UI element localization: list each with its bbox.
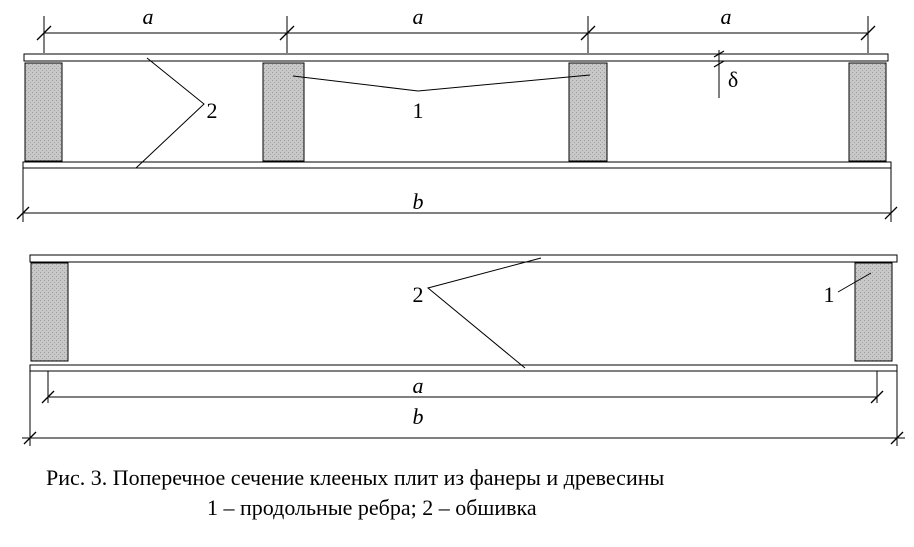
thickness-marker xyxy=(713,50,725,98)
top-dimension-a-chain xyxy=(36,16,876,53)
rib xyxy=(568,62,608,162)
top-callout-2: 2 xyxy=(207,98,218,123)
bottom-callout-1: 1 xyxy=(824,282,835,307)
top-label-a-1: a xyxy=(143,4,154,29)
rib-leader xyxy=(837,272,872,293)
rib xyxy=(262,62,305,162)
skin-leader xyxy=(426,257,542,369)
rib xyxy=(848,62,887,162)
top-label-a-3: a xyxy=(721,4,732,29)
thickness-label: δ xyxy=(728,67,738,92)
bottom-callout-2: 2 xyxy=(413,282,424,307)
bottom-skin-upper xyxy=(29,254,898,263)
top-skin-lower xyxy=(22,161,892,169)
figure-caption-legend: 1 – продольные ребра; 2 – обшивка xyxy=(207,495,537,520)
skin-leader xyxy=(135,57,205,169)
bottom-skin-lower xyxy=(29,364,898,372)
top-label-b: b xyxy=(413,189,424,214)
bottom-dimension-a xyxy=(41,390,884,404)
rib xyxy=(30,262,69,362)
bottom-label-a: a xyxy=(413,373,424,398)
rib xyxy=(854,262,893,362)
bottom-dimension-b xyxy=(22,431,905,445)
figure-caption-title: Рис. 3. Поперечное сечение клееных плит … xyxy=(46,465,665,490)
top-dimension-b xyxy=(16,206,898,220)
top-skin-upper xyxy=(23,53,889,62)
rib xyxy=(24,62,63,162)
top-section xyxy=(16,16,898,222)
rib-leader xyxy=(292,74,591,92)
top-label-a-2: a xyxy=(413,4,424,29)
bottom-section xyxy=(22,254,905,446)
top-callout-1: 1 xyxy=(413,98,424,123)
bottom-label-b: b xyxy=(413,404,424,429)
